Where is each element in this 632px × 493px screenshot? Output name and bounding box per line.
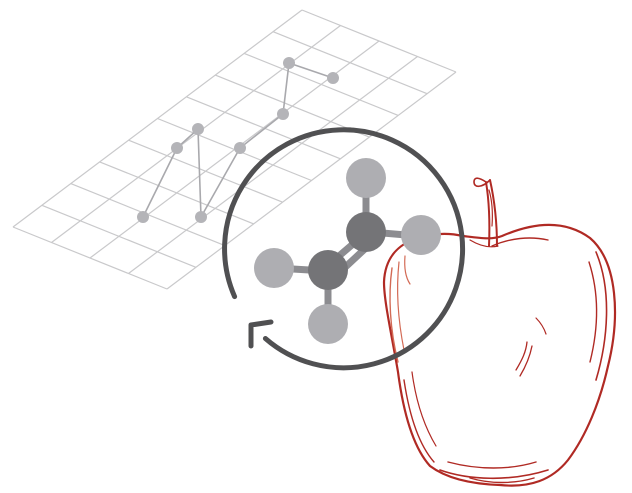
molecule-atom-dark bbox=[346, 212, 386, 252]
apple-outline bbox=[382, 223, 616, 487]
apple-icon bbox=[382, 177, 616, 487]
network-edge bbox=[142, 147, 178, 218]
network-node bbox=[195, 211, 207, 223]
apple-stem bbox=[473, 177, 491, 188]
apple-stem bbox=[489, 179, 498, 247]
network-node bbox=[277, 108, 289, 120]
molecule-atom-light bbox=[308, 304, 348, 344]
cycle-arc bbox=[222, 127, 466, 371]
apple-hatch bbox=[519, 345, 533, 377]
apple-contour bbox=[403, 379, 435, 463]
apple-contour bbox=[411, 371, 437, 447]
apple-contour bbox=[588, 261, 598, 363]
cycle-arrowhead bbox=[248, 319, 274, 349]
molecule-atom-light bbox=[346, 158, 386, 198]
apple-contour bbox=[439, 469, 549, 480]
network-nodes bbox=[137, 57, 339, 223]
apple-highlight bbox=[389, 267, 399, 363]
molecule-atom-light bbox=[254, 248, 294, 288]
molecule-bonds bbox=[272, 178, 422, 326]
network-edge bbox=[288, 62, 334, 79]
apple-contour bbox=[491, 237, 549, 247]
apple-contour bbox=[469, 239, 499, 248]
apple-contour bbox=[469, 477, 535, 484]
network-node bbox=[283, 57, 295, 69]
apple-hatch bbox=[515, 341, 528, 371]
network-edge bbox=[282, 62, 290, 115]
network-node bbox=[137, 211, 149, 223]
apple-stem bbox=[488, 189, 493, 227]
apple-highlight bbox=[404, 255, 411, 285]
apple-hatch bbox=[535, 317, 547, 335]
apple-contour bbox=[447, 461, 537, 469]
molecule-atom-light bbox=[401, 215, 441, 255]
apple-stem bbox=[485, 181, 491, 247]
network-node bbox=[327, 72, 339, 84]
cycle-arrow-icon bbox=[222, 127, 466, 371]
network-edge bbox=[239, 113, 284, 149]
network-edge bbox=[200, 147, 241, 218]
apple-contour bbox=[595, 251, 608, 381]
network-edge bbox=[197, 128, 202, 218]
grid-line bbox=[128, 56, 418, 274]
network-node bbox=[234, 142, 246, 154]
network-node bbox=[192, 123, 204, 135]
network-edges bbox=[142, 62, 334, 218]
apple-highlight bbox=[397, 261, 405, 351]
grid-network-icon bbox=[12, 9, 457, 290]
molecule-icon bbox=[254, 158, 441, 344]
grid-line bbox=[166, 71, 457, 290]
grid-line bbox=[12, 9, 303, 228]
network-node bbox=[171, 142, 183, 154]
molecule-atom-dark bbox=[308, 250, 348, 290]
